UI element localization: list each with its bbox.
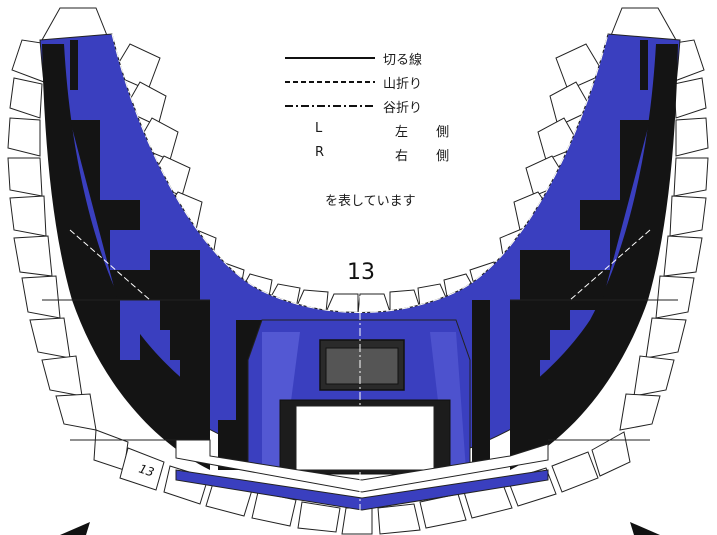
bottom-strip-upper (175, 439, 549, 493)
fold-legend: 切る線 山折り 谷折り L 左 側 R 右 側 を表しています (285, 48, 455, 209)
legend-mountain-fold: 山折り (285, 72, 455, 92)
dash-dot-line-icon (285, 105, 375, 107)
legend-right-side: R 右 側 (285, 144, 455, 164)
legend-valley-fold: 谷折り (285, 96, 455, 116)
left-arrow-marker (60, 522, 90, 535)
tab-number-label: 13 (137, 462, 156, 480)
legend-left-side: L 左 側 (285, 120, 455, 140)
left-dark-pattern (42, 40, 262, 470)
left-side-letter: L (315, 121, 323, 136)
right-side-label: 右 側 (395, 149, 462, 164)
legend-cut-line-label: 切る線 (383, 53, 423, 68)
dashed-line-icon (285, 81, 375, 83)
left-side-label: 左 側 (395, 125, 462, 140)
right-arrow-marker (630, 522, 660, 535)
right-side-letter: R (315, 145, 325, 160)
legend-valley-fold-label: 谷折り (383, 101, 423, 116)
legend-footer: を表しています (325, 194, 416, 209)
bottom-strip-blue (175, 469, 549, 511)
legend-mountain-fold-label: 山折り (383, 77, 423, 92)
grille-vent-inner (325, 347, 399, 385)
outer-cut-lines (42, 299, 678, 441)
right-dark-pattern (420, 40, 678, 470)
part-number: 13 (347, 260, 375, 285)
window-cutout (295, 405, 435, 471)
solid-line-icon (285, 57, 375, 59)
legend-cut-line: 切る線 (285, 48, 455, 68)
